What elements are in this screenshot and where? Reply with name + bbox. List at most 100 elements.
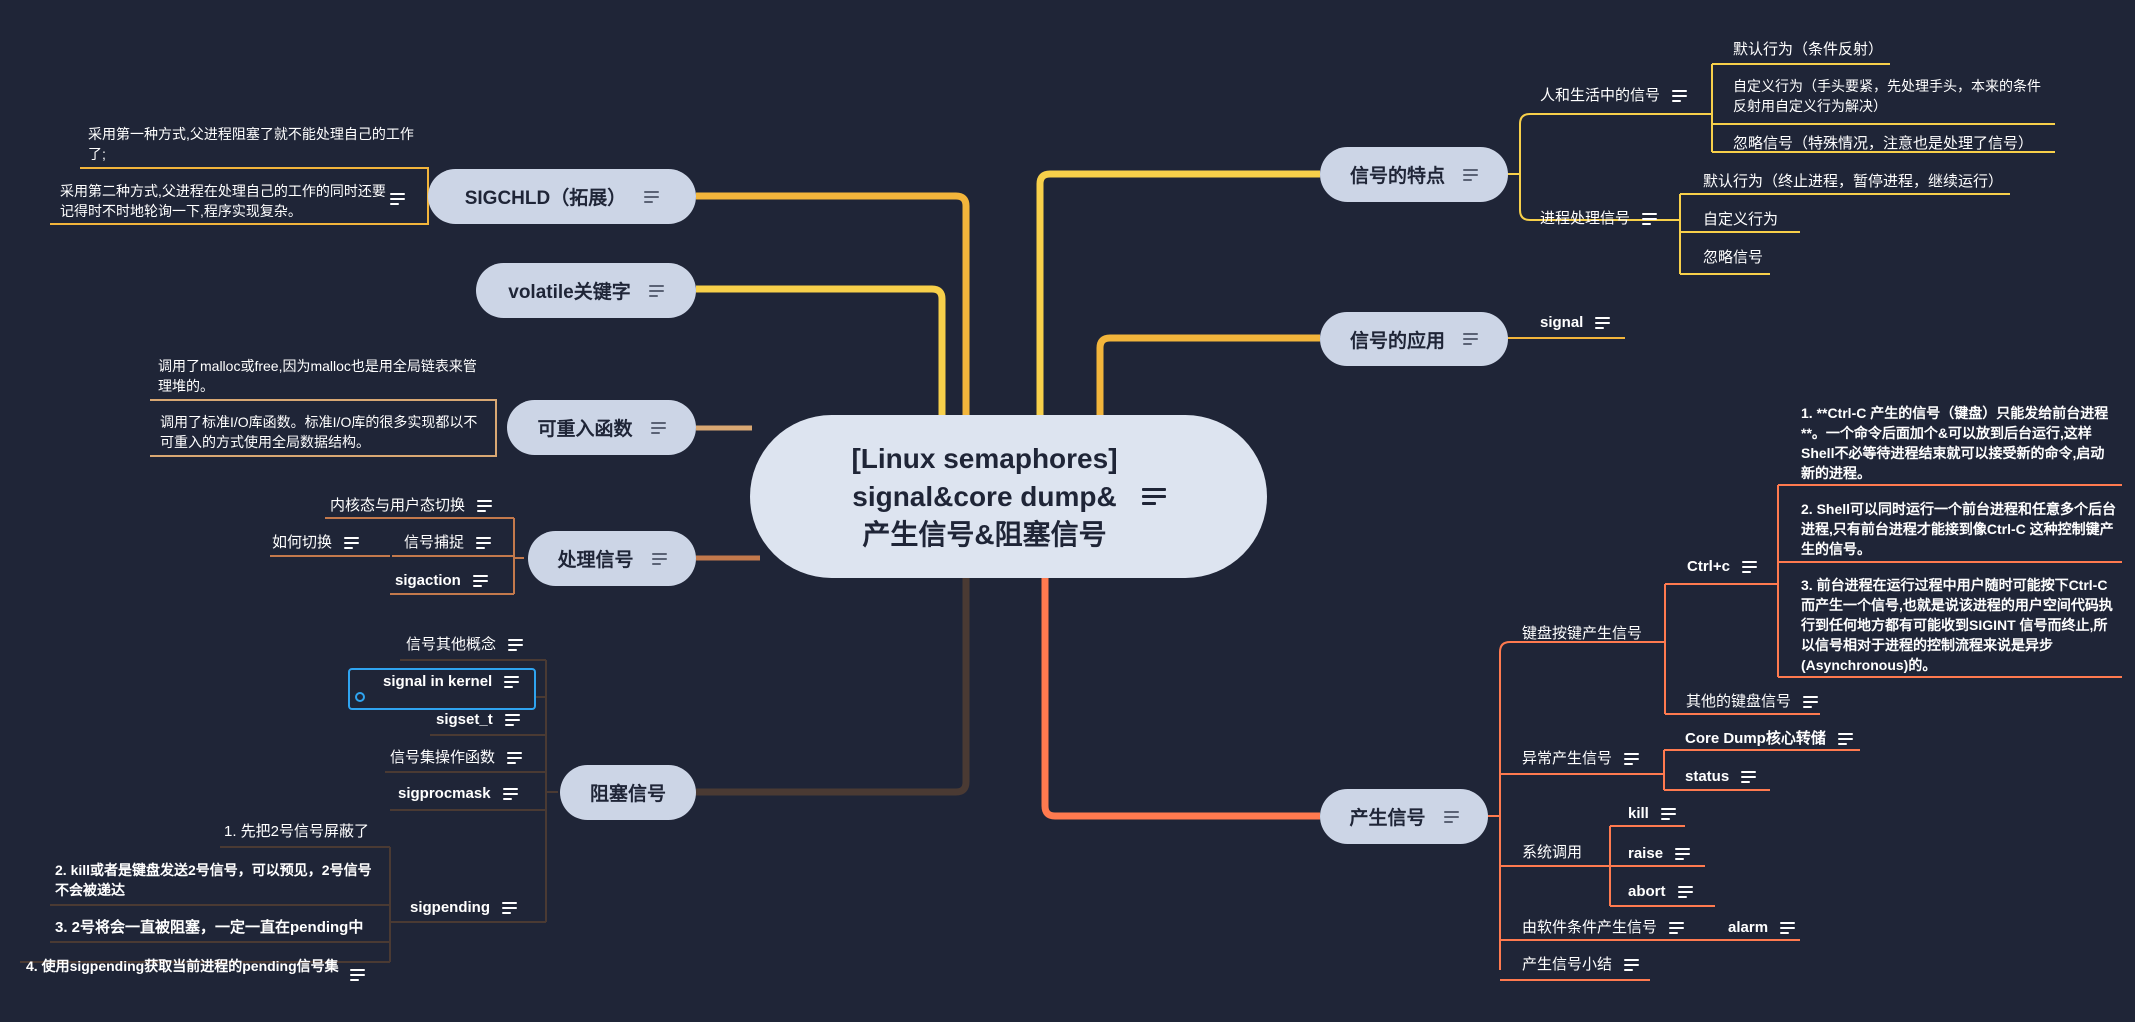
node-core-dump[interactable]: Core Dump核心转储	[1685, 729, 1853, 749]
node-process-custom[interactable]: 自定义行为	[1703, 210, 1778, 230]
notes-icon[interactable]	[472, 575, 488, 587]
node-raise[interactable]: raise	[1628, 844, 1691, 864]
node-blocking[interactable]: 阻塞信号	[560, 765, 696, 820]
notes-icon[interactable]	[1463, 168, 1478, 181]
node-pending-note-1[interactable]: 1. 先把2号信号屏蔽了	[224, 822, 369, 842]
selection-highlight	[348, 668, 536, 710]
notes-icon[interactable]	[651, 552, 667, 565]
node-exception-signal[interactable]: 异常产生信号	[1522, 749, 1640, 769]
node-signal-application[interactable]: 信号的应用	[1320, 312, 1508, 366]
node-life-signals[interactable]: 人和生活中的信号	[1540, 86, 1688, 106]
node-software-signal[interactable]: 由软件条件产生信号	[1522, 918, 1685, 938]
link-sigpending-notes	[20, 846, 400, 963]
node-sigpending[interactable]: sigpending	[410, 898, 517, 918]
node-label: 信号其他概念	[406, 636, 497, 653]
notes-icon[interactable]	[644, 190, 660, 203]
node-label: 阻塞信号	[589, 784, 666, 805]
node-sigset-ops[interactable]: 信号集操作函数	[390, 748, 523, 768]
notes-icon[interactable]	[1741, 561, 1757, 573]
node-label: 自定义行为（手头要紧，先处理手头，本来的条件反射用自定义行为解决）	[1733, 78, 2041, 114]
node-other-keyboard[interactable]: 其他的键盘信号	[1686, 692, 1819, 712]
node-pending-note-2[interactable]: 2. kill或者是键盘发送2号信号，可以预见，2号信号不会被递达	[55, 860, 375, 900]
notes-icon[interactable]	[1669, 922, 1685, 934]
notes-icon[interactable]	[476, 537, 492, 549]
node-process-default[interactable]: 默认行为（终止进程，暂停进程，继续运行）	[1703, 172, 2003, 192]
node-life-custom[interactable]: 自定义行为（手头要紧，先处理手头，本来的条件反射用自定义行为解决）	[1733, 76, 2053, 116]
node-keyboard-signal[interactable]: 键盘按键产生信号	[1522, 624, 1642, 644]
notes-icon[interactable]	[1837, 733, 1853, 745]
notes-icon[interactable]	[1463, 333, 1478, 345]
notes-icon[interactable]	[1803, 696, 1819, 708]
notes-icon[interactable]	[1672, 90, 1688, 102]
notes-icon[interactable]	[648, 284, 664, 297]
notes-icon[interactable]	[504, 676, 520, 688]
notes-icon[interactable]	[508, 639, 524, 651]
notes-icon[interactable]	[1677, 886, 1693, 898]
node-sigprocmask[interactable]: sigprocmask	[398, 784, 518, 804]
node-label: sigset_t	[436, 711, 493, 728]
node-ctrlc-note-3[interactable]: 3. 前台进程在运行过程中用户随时可能按下Ctrl-C 而产生一个信号,也就是说…	[1801, 575, 2117, 675]
node-reentrant-note-1[interactable]: 调用了malloc或free,因为malloc也是用全局链表来管理堆的。	[158, 356, 488, 396]
notes-icon[interactable]	[650, 421, 666, 434]
node-how-to-switch[interactable]: 如何切换	[272, 533, 360, 553]
node-process-signals[interactable]: 进程处理信号	[1540, 209, 1658, 229]
node-label: 采用第一种方式,父进程阻塞了就不能处理自己的工作了;	[88, 126, 414, 162]
node-sigchld-note-2[interactable]: 采用第二种方式,父进程在处理自己的工作的同时还要记得时不时地轮询一下,程序实现复…	[60, 181, 390, 221]
node-signal[interactable]: signal	[1540, 313, 1611, 333]
node-syscall[interactable]: 系统调用	[1522, 843, 1582, 863]
node-sigchld-note-1[interactable]: 采用第一种方式,父进程阻塞了就不能处理自己的工作了;	[88, 124, 418, 164]
node-label: 1. 先把2号信号屏蔽了	[224, 823, 370, 840]
node-pending-note-4[interactable]: 4. 使用sigpending获取当前进程的pending信号集	[26, 956, 346, 976]
notes-icon[interactable]	[1741, 771, 1757, 783]
node-signal-in-kernel[interactable]: signal in kernel	[383, 672, 520, 692]
notes-icon[interactable]	[1141, 487, 1166, 506]
notes-icon[interactable]	[1660, 808, 1676, 820]
notes-icon[interactable]	[350, 969, 365, 981]
node-handling[interactable]: 处理信号	[528, 531, 696, 586]
node-abort[interactable]: abort	[1628, 882, 1693, 902]
link-keyboard-children	[1664, 583, 1820, 715]
node-reentrant-note-2[interactable]: 调用了标准I/O库函数。标准I/O库的很多实现都以不可重入的方式使用全局数据结构…	[160, 412, 490, 452]
node-generate-signal[interactable]: 产生信号	[1320, 789, 1488, 844]
notes-icon[interactable]	[390, 193, 405, 205]
node-label: raise	[1628, 845, 1664, 862]
node-other-concepts[interactable]: 信号其他概念	[406, 635, 524, 655]
node-sigset-t[interactable]: sigset_t	[436, 710, 520, 730]
node-generate-summary[interactable]: 产生信号小结	[1522, 955, 1640, 975]
node-life-ignore[interactable]: 忽略信号（特殊情况，注意也是处理了信号）	[1733, 134, 2033, 154]
node-label: 如何切换	[272, 534, 333, 551]
node-signal-features[interactable]: 信号的特点	[1320, 147, 1508, 202]
node-kernel-user-switch[interactable]: 内核态与用户态切换	[330, 496, 493, 516]
selection-handle[interactable]	[355, 692, 365, 702]
notes-icon[interactable]	[502, 902, 517, 914]
notes-icon[interactable]	[1780, 922, 1796, 934]
notes-icon[interactable]	[1624, 959, 1640, 971]
notes-icon[interactable]	[1443, 810, 1459, 823]
notes-icon[interactable]	[502, 788, 518, 800]
notes-icon[interactable]	[1624, 753, 1640, 765]
node-kill[interactable]: kill	[1628, 804, 1676, 824]
notes-icon[interactable]	[504, 714, 520, 726]
notes-icon[interactable]	[477, 500, 493, 512]
node-pending-note-3[interactable]: 3. 2号将会一直被阻塞，一定一直在pending中	[55, 918, 363, 938]
node-volatile[interactable]: volatile关键字	[476, 263, 696, 318]
node-reentrant[interactable]: 可重入函数	[507, 400, 696, 455]
node-label: 其他的键盘信号	[1686, 693, 1792, 710]
node-sigaction[interactable]: sigaction	[395, 571, 488, 591]
notes-icon[interactable]	[507, 752, 523, 764]
node-ctrlc-note-1[interactable]: 1. **Ctrl-C 产生的信号（键盘）只能发给前台进程**。一个命令后面加个…	[1801, 403, 2117, 483]
node-life-default[interactable]: 默认行为（条件反射）	[1733, 40, 1883, 60]
node-sigchld[interactable]: SIGCHLD（拓展）	[428, 169, 696, 224]
node-alarm[interactable]: alarm	[1728, 918, 1796, 938]
notes-icon[interactable]	[1675, 848, 1691, 860]
node-ctrlc-note-2[interactable]: 2. Shell可以同时运行一个前台进程和任意多个后台进程,只有前台进程才能接到…	[1801, 499, 2117, 559]
notes-icon[interactable]	[1595, 317, 1611, 329]
node-signal-catch[interactable]: 信号捕捉	[404, 533, 492, 553]
node-process-ignore[interactable]: 忽略信号	[1703, 248, 1763, 268]
node-ctrl-c[interactable]: Ctrl+c	[1687, 557, 1757, 577]
notes-icon[interactable]	[1642, 213, 1658, 225]
node-status[interactable]: status	[1685, 767, 1757, 787]
notes-icon[interactable]	[344, 537, 360, 549]
branch-sigchld	[696, 192, 970, 418]
central-topic[interactable]: [Linux semaphores] signal&core dump& 产生信…	[750, 415, 1267, 578]
